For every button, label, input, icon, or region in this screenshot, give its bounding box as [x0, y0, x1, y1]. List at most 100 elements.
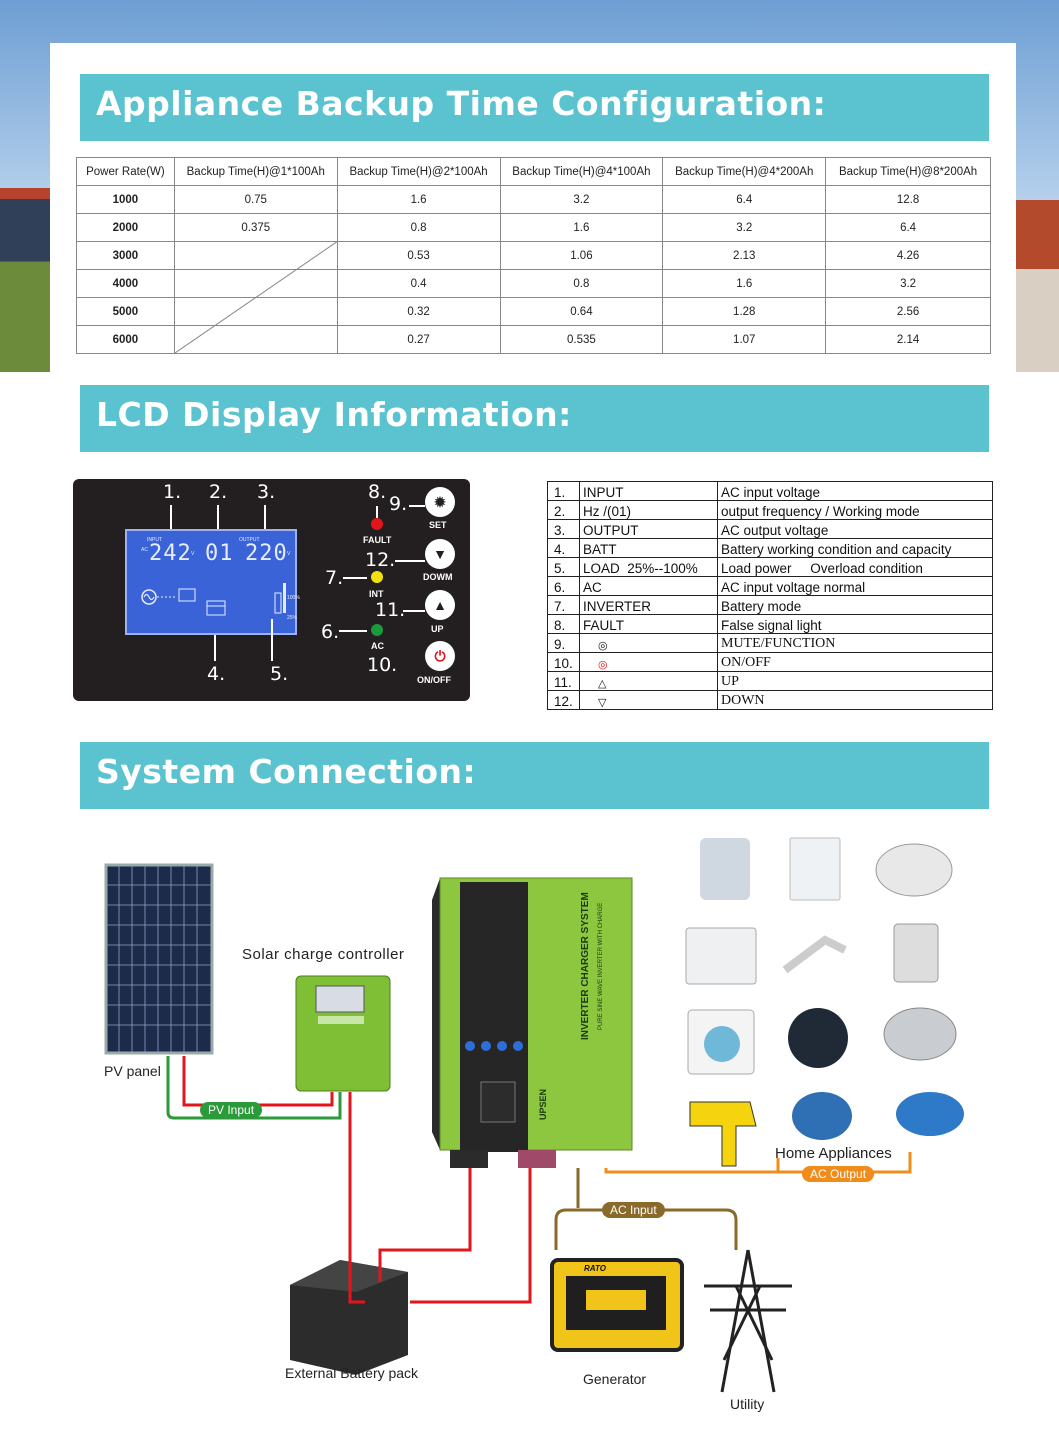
table-row: 1. INPUT AC input voltage [547, 481, 993, 501]
lcd-flow-icons [141, 583, 286, 616]
lcd-screen: INPUT OUTPUT AC 242 V 01 220 V 100% 25% [125, 529, 300, 635]
lcd-mode-value: 01 [205, 541, 234, 566]
leader-line [343, 577, 367, 579]
down-label: DOWM [423, 572, 453, 582]
table-cell: 2.13 [662, 241, 827, 270]
power-button[interactable]: ⏻ [425, 641, 455, 671]
up-button[interactable]: ▲ [425, 590, 455, 620]
row-number: 11. [547, 671, 580, 691]
callout-11: 11. [375, 599, 406, 621]
pv-input-pill: PV Input [200, 1102, 263, 1118]
table-row: 3. OUTPUT AC output voltage [547, 519, 993, 539]
pv-panel-label: PV panel [104, 1063, 161, 1079]
row-description: Load power Overload condition [717, 557, 993, 577]
column-header: Power Rate(W) [76, 157, 175, 186]
lcd-info-table: 1. INPUT AC input voltage 2. Hz /(01) ou… [547, 481, 993, 710]
leader-line [217, 505, 219, 547]
generator-label: Generator [583, 1371, 647, 1387]
table-row: 1000 0.75 1.6 3.2 6.4 12.8 [76, 185, 991, 214]
row-key: ◎ [579, 652, 718, 672]
leader-line [271, 619, 273, 661]
table-cell: 5000 [76, 297, 175, 326]
home-appliances-label: Home Appliances [775, 1145, 892, 1162]
row-key: FAULT [579, 614, 718, 634]
lcd-section-title: LCD Display Information: [96, 395, 572, 434]
leader-line [403, 610, 425, 612]
backup-section-title: Appliance Backup Time Configuration: [96, 84, 827, 123]
table-row: 2000 0.375 0.8 1.6 3.2 6.4 [76, 213, 991, 242]
row-description: UP [717, 671, 993, 691]
row-key: △ [579, 671, 718, 691]
table-row: 4. BATT Battery working condition and ca… [547, 538, 993, 558]
lcd-level-25: 25% [287, 615, 298, 621]
lcd-input-label: INPUT [147, 537, 162, 543]
battery-red-wire [348, 1092, 365, 1304]
table-cell: 2.56 [825, 297, 991, 326]
row-key: OUTPUT [579, 519, 718, 539]
ac-output-wire [604, 1152, 912, 1174]
callout-9: 9. [389, 493, 408, 515]
row-number: 8. [547, 614, 580, 634]
row-number: 9. [547, 633, 580, 653]
table-row: 6000 0.27 0.535 1.07 2.14 [76, 325, 991, 354]
lcd-unit-v: V [191, 551, 195, 557]
inverter-brand: UPSEN [538, 1088, 548, 1120]
table-row: 12. ▽ DOWN [547, 690, 993, 710]
onoff-label: ON/OFF [417, 675, 451, 685]
lcd-level-100: 100% [287, 595, 300, 601]
table-row: 11. △ UP [547, 671, 993, 691]
table-row: 10. ◎ ON/OFF [547, 652, 993, 672]
inverter-image [432, 877, 633, 1168]
row-description: ON/OFF [717, 652, 993, 672]
row-number: 3. [547, 519, 580, 539]
row-number: 1. [547, 481, 580, 501]
callout-10: 10. [367, 654, 398, 676]
pv-panel-image [104, 863, 214, 1055]
row-description: AC input voltage [717, 481, 993, 501]
table-cell: 3.2 [499, 185, 664, 214]
table-cell: 0.8 [499, 269, 664, 298]
set-button[interactable]: ✹ [425, 487, 455, 517]
ac-input-pill: AC Input [602, 1202, 665, 1218]
leader-line [339, 630, 367, 632]
table-header-row: Power Rate(W) Backup Time(H)@1*100Ah Bac… [76, 157, 991, 186]
battery-red-wire [410, 1168, 532, 1304]
row-description: AC input voltage normal [717, 576, 993, 596]
leader-line [409, 505, 425, 507]
gear-icon: ◎ [598, 640, 608, 652]
table-cell: 6000 [76, 325, 175, 354]
controller-label: Solar charge controller [242, 946, 405, 963]
row-number: 6. [547, 576, 580, 596]
int-led [371, 571, 383, 583]
table-row: 5000 0.32 0.64 1.28 2.56 [76, 297, 991, 326]
table-cell [173, 269, 338, 298]
table-cell: 1.06 [499, 241, 664, 270]
row-description: DOWN [717, 690, 993, 710]
table-cell: 0.4 [336, 269, 501, 298]
leader-line [395, 560, 425, 562]
table-cell: 0.75 [173, 185, 338, 214]
table-cell: 4.26 [825, 241, 991, 270]
table-cell: 1.07 [662, 325, 827, 354]
row-description: MUTE/FUNCTION [717, 633, 993, 653]
table-cell: 1.6 [499, 213, 664, 242]
table-cell: 2.14 [825, 325, 991, 354]
fault-led [371, 518, 383, 530]
down-arrow-icon: ▽ [598, 697, 607, 709]
leader-line [376, 506, 378, 518]
row-key: INPUT [579, 481, 718, 501]
table-row: 7. INVERTER Battery mode [547, 595, 993, 615]
up-label: UP [431, 624, 444, 634]
table-row: 9. ◎ MUTE/FUNCTION [547, 633, 993, 653]
row-key: INVERTER [579, 595, 718, 615]
row-number: 4. [547, 538, 580, 558]
table-cell: 0.8 [336, 213, 501, 242]
system-section-banner: System Connection: [80, 742, 989, 809]
table-row: 3000 0.53 1.06 2.13 4.26 [76, 241, 991, 270]
table-cell: 0.375 [173, 213, 338, 242]
down-button[interactable]: ▼ [425, 539, 455, 569]
down-arrow-icon: ▼ [433, 546, 447, 562]
inverter-title: INVERTER CHARGER SYSTEM [580, 892, 591, 1040]
column-header: Backup Time(H)@2*100Ah [336, 157, 501, 186]
column-header: Backup Time(H)@4*100Ah [499, 157, 664, 186]
